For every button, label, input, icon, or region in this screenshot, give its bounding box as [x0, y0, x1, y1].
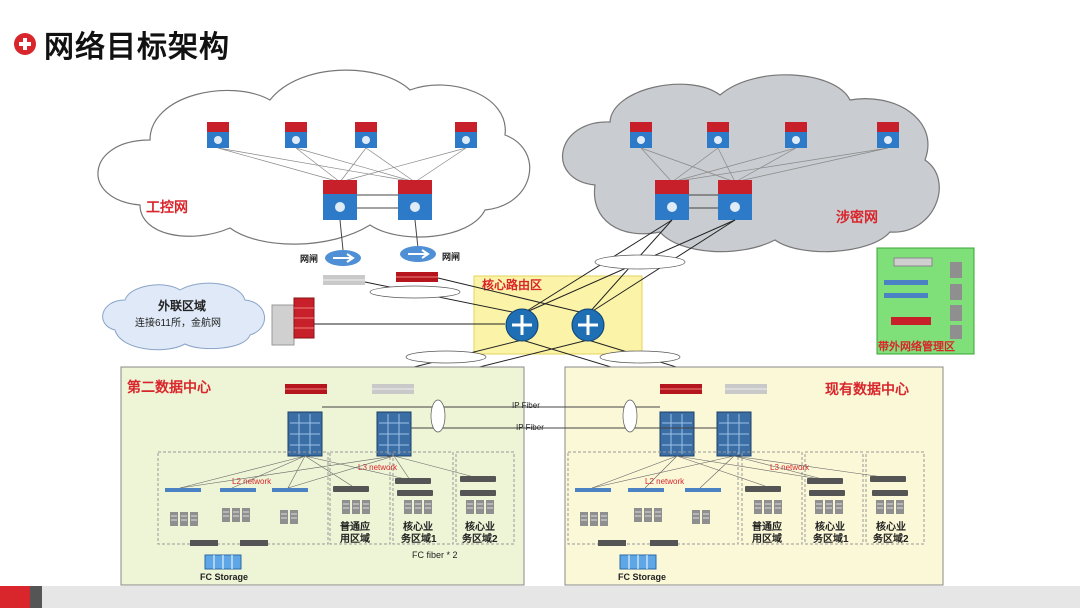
external-cloud	[102, 282, 266, 351]
dc1-general-label-2: 用区域	[751, 532, 782, 545]
dc1-general-label-1: 普通应	[752, 520, 782, 533]
core-uplinks	[296, 219, 746, 389]
dc1-l3-label: L3 network	[770, 463, 810, 472]
dc1-fc-switches	[598, 540, 678, 546]
dc1-core2-label-1: 核心业	[876, 520, 906, 533]
dc1-label: 现有数据中心	[825, 381, 909, 397]
core-router-1	[505, 308, 539, 342]
dc1-fc-storage-label: FC Storage	[618, 572, 666, 582]
ics-cloud	[97, 69, 531, 245]
gateway-left	[324, 249, 362, 267]
ics-label: 工控网	[146, 199, 188, 215]
fc-fiber-label: FC fiber * 2	[412, 550, 458, 560]
footer-accent-red	[0, 586, 30, 608]
page-title: 网络目标架构	[44, 31, 230, 64]
ip-fiber-label-2: IP Fiber	[516, 423, 544, 432]
external-firewall-icon	[271, 297, 315, 346]
dc1-fc-storage-icon	[619, 554, 657, 570]
footer-accent-gray	[30, 586, 42, 608]
external-subtitle: 连接611所，金航网	[135, 316, 221, 329]
dc2-core2-label-1: 核心业	[465, 520, 495, 533]
dc2-general-label-2: 用区域	[339, 532, 370, 545]
footer-bar	[0, 586, 1080, 608]
ics-firewalls	[322, 271, 439, 286]
plus-circle-icon	[14, 33, 36, 55]
dc2-l2-label: L2 network	[232, 477, 272, 486]
dc1-l2-label: L2 network	[645, 477, 685, 486]
classified-cloud	[562, 74, 940, 253]
core-router-2	[571, 308, 605, 342]
core-zone-label: 核心路由区	[482, 277, 542, 292]
classified-mesh-lines	[640, 147, 889, 183]
dc2-zone	[120, 366, 525, 586]
dc2-l3-label: L3 network	[358, 463, 398, 472]
gateway-label-right: 网闸	[442, 251, 460, 262]
oob-label: 带外网络管理区	[878, 339, 955, 353]
gateway-right	[399, 245, 437, 263]
dc2-fc-storage-label: FC Storage	[200, 572, 248, 582]
dc2-access-lines	[179, 455, 479, 489]
dc1-core1-label-1: 核心业	[815, 520, 845, 533]
dc2-fc-switches	[190, 540, 268, 546]
dc1-core2-label-2: 务区域2	[873, 532, 909, 545]
ics-mesh-lines	[217, 147, 467, 183]
dc2-core1-label-2: 务区域1	[401, 532, 437, 545]
classified-label: 涉密网	[836, 209, 878, 225]
dc1-general-zone	[741, 451, 803, 545]
dc2-core2-label-2: 务区域2	[462, 532, 498, 545]
external-title: 外联区域	[158, 298, 206, 313]
dc1-core1-label-2: 务区域1	[813, 532, 849, 545]
oob-devices	[884, 257, 962, 339]
dc2-label: 第二数据中心	[127, 379, 211, 395]
dc2-core1-label-1: 核心业	[403, 520, 433, 533]
dc1-access-lines	[591, 455, 891, 489]
dc2-general-label-1: 普通应	[340, 520, 370, 533]
core-routing-zone	[473, 275, 643, 355]
gateway-label-left: 网闸	[300, 253, 318, 264]
title-bar: 网络目标架构	[14, 22, 230, 66]
dc2-fc-storage-icon	[204, 554, 242, 570]
ip-fiber-label-1: IP Fiber	[512, 401, 540, 410]
